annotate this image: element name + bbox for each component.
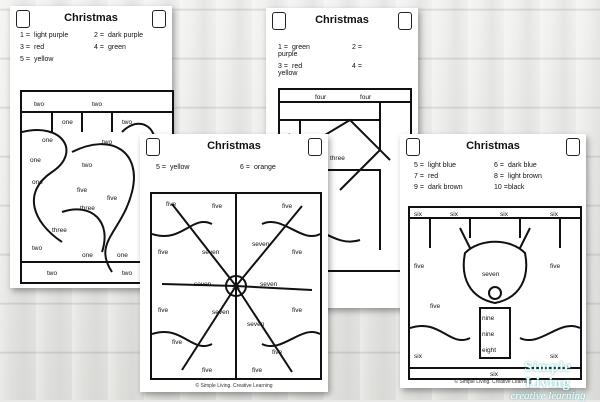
region-label: five [166, 201, 177, 208]
region-label: five [158, 307, 169, 314]
region-label: two [34, 101, 45, 108]
region-label: five [292, 249, 303, 256]
region-label: five [202, 367, 213, 374]
region-label: eight [482, 347, 496, 354]
worksheet-title: Christmas [315, 14, 369, 26]
region-label: five [107, 195, 118, 202]
region-label: one [62, 119, 73, 126]
elf-icon [566, 138, 580, 156]
region-label: two [32, 245, 43, 252]
region-label: five [292, 307, 303, 314]
elf-icon [146, 138, 160, 156]
region-label: five [430, 303, 441, 310]
elf-icon [152, 10, 166, 28]
region-label: six [232, 284, 241, 291]
region-label: five [282, 203, 293, 210]
credit-text: © Simple Living. Creative Learning [454, 379, 532, 385]
region-label: two [122, 270, 133, 277]
region-label: five [158, 249, 169, 256]
region-label: three [80, 205, 95, 212]
region-label: five [252, 367, 263, 374]
region-label: six [490, 371, 499, 378]
region-label: four [315, 94, 327, 101]
region-label: two [102, 139, 113, 146]
region-label: five [272, 349, 283, 356]
elf-icon [406, 138, 420, 156]
region-label: five [212, 203, 223, 210]
region-label: seven [247, 321, 265, 328]
region-label: six [414, 211, 423, 218]
region-label: one [117, 252, 128, 259]
region-label: seven [260, 281, 278, 288]
region-label: seven [202, 249, 220, 256]
region-label: one [32, 179, 43, 186]
region-label: three [52, 227, 67, 234]
region-label: four [360, 94, 372, 101]
worksheet-title: Christmas [207, 140, 261, 152]
logo-line-1: Simple Living [524, 360, 572, 391]
elf-icon [272, 12, 286, 30]
art-lines: six six six six five five five seven nin… [410, 211, 580, 378]
region-label: five [77, 187, 88, 194]
region-label: one [30, 157, 41, 164]
elf-icon [16, 10, 30, 28]
region-label: six [550, 211, 559, 218]
region-label: five [414, 263, 425, 270]
region-label: two [122, 119, 133, 126]
credit-text: © Simple Living. Creative Learning [195, 383, 273, 389]
region-label: six [414, 353, 423, 360]
region-label: two [47, 270, 58, 277]
worksheet-title: Christmas [466, 140, 520, 152]
region-label: nine [482, 331, 495, 338]
elf-icon [398, 12, 412, 30]
region-label: five [550, 263, 561, 270]
coloring-art: five five five five seven seven five sev… [150, 192, 322, 380]
region-label: two [92, 101, 103, 108]
region-label: three [330, 155, 345, 162]
region-label: six [550, 353, 559, 360]
region-label: seven [194, 281, 212, 288]
brand-logo: Simple Living creative learning [502, 360, 594, 402]
region-label: seven [482, 271, 500, 278]
elf-icon [308, 138, 322, 156]
art-lines: two two one two one two one two one four… [22, 101, 172, 277]
region-label: nine [482, 315, 495, 322]
coloring-art: six six six six five five five seven nin… [408, 206, 582, 380]
logo-line-2: creative learning [510, 390, 586, 402]
region-label: six [450, 211, 459, 218]
region-label: five [172, 339, 183, 346]
region-label: one [82, 252, 93, 259]
worksheet-title: Christmas [64, 12, 118, 24]
art-lines: five five five five seven seven five sev… [152, 194, 320, 378]
region-label: two [82, 162, 93, 169]
region-label: six [500, 211, 509, 218]
region-label: seven [252, 241, 270, 248]
region-label: seven [212, 309, 230, 316]
region-label: one [42, 137, 53, 144]
